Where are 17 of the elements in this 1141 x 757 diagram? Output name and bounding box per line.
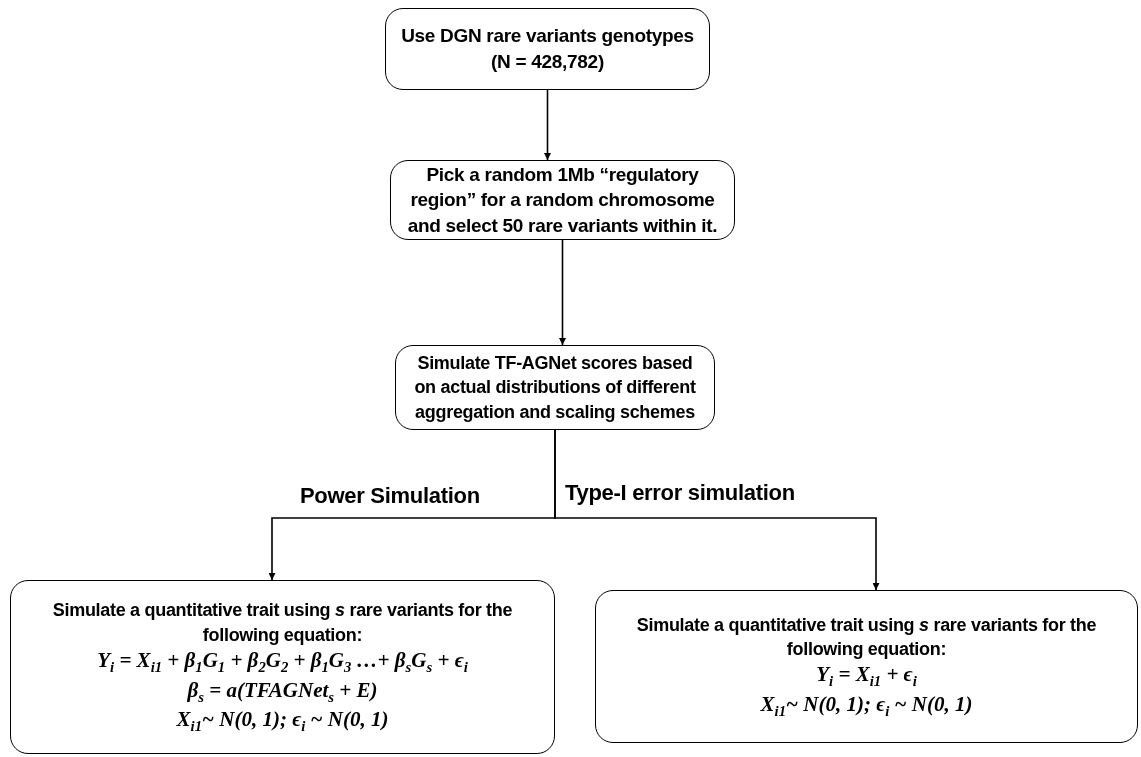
box-text: Simulate a quantitative trait using s rare variants for the following equation: <box>635 613 1098 661</box>
box-text: Pick a random 1Mb “regulatory region” for a random chromosome and select 50 rare variants within it. <box>406 162 719 238</box>
box-text: Simulate TF-AGNet scores based on actual distributions of different aggregation and scaling schemes <box>413 352 697 424</box>
process-box <box>595 590 1138 743</box>
equation: Y$_{i}$ = X$_{i1}$ + β$_{1}$G$_{1}$ + β$_{2}$G$_{2}$ + β$_{1}$G$_{3}$ …+ β$_{s}$G$_{s}$ + ϵ$_{i}$ <box>97 646 468 677</box>
equation: X$_{i1}$~ N(0, 1); ϵ$_{i}$ ~ N(0, 1) <box>176 706 389 736</box>
box-text: Simulate a quantitative trait using s rare variants for the following equation: <box>51 599 514 647</box>
box-text: Use DGN rare variants genotypes (N = 428,782) <box>400 24 695 74</box>
equation: β$_{s}$ = a(TFAGNet$_{s}$ + E) <box>187 676 378 707</box>
arrow <box>559 239 566 346</box>
arrow <box>544 89 551 161</box>
process-box <box>385 8 710 90</box>
process-box <box>395 345 715 430</box>
equation: X$_{i1}$~ N(0, 1); ϵ$_{i}$ ~ N(0, 1) <box>760 690 973 721</box>
equation: Y$_{i}$ = X$_{i1}$ + ϵ$_{i}$ <box>816 661 917 691</box>
arrow <box>554 429 880 591</box>
process-box <box>10 580 555 754</box>
